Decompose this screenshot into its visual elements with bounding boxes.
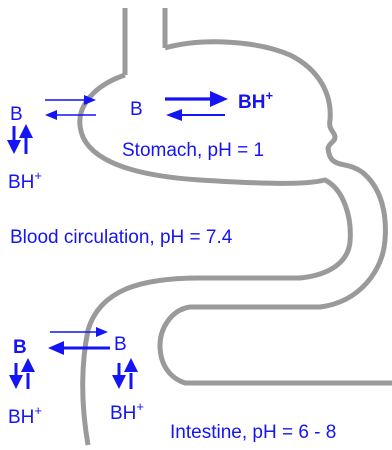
stomach-outer-wall bbox=[80, 75, 350, 445]
stomach-equilibrium-arrows bbox=[165, 91, 228, 121]
blood-circulation-label: Blood circulation, pH = 7.4 bbox=[10, 227, 233, 248]
intestine-blood-conjugate-acid-label: BH+ bbox=[8, 403, 42, 428]
blood-conjugate-acid-label: BH+ bbox=[8, 168, 42, 193]
stomach-base-label: B bbox=[130, 99, 143, 120]
blood-base-label: B bbox=[10, 104, 23, 125]
intestine-ph-label: Intestine, pH = 6 - 8 bbox=[170, 422, 336, 443]
stomach-ph-label: Stomach, pH = 1 bbox=[122, 140, 264, 161]
blood-vertical-equilibrium-arrows bbox=[7, 124, 33, 154]
stomach-inner-wall bbox=[160, 42, 392, 383]
stomach-conjugate-acid-label: BH+ bbox=[238, 88, 273, 113]
intestine-lumen-base-label: B bbox=[114, 334, 127, 355]
blood-stomach-exchange-arrows bbox=[45, 95, 96, 120]
intestine-blood-vertical-arrows bbox=[9, 358, 35, 389]
intestine-blood-base-label: B bbox=[13, 337, 27, 358]
stomach-region: B B BH+ Stomach, pH = 1 bbox=[7, 88, 273, 193]
intestine-lumen-conjugate-acid-label: BH+ bbox=[110, 399, 144, 424]
blood-intestine-exchange-arrows bbox=[48, 327, 110, 355]
intestine-lumen-vertical-arrows bbox=[112, 358, 138, 389]
